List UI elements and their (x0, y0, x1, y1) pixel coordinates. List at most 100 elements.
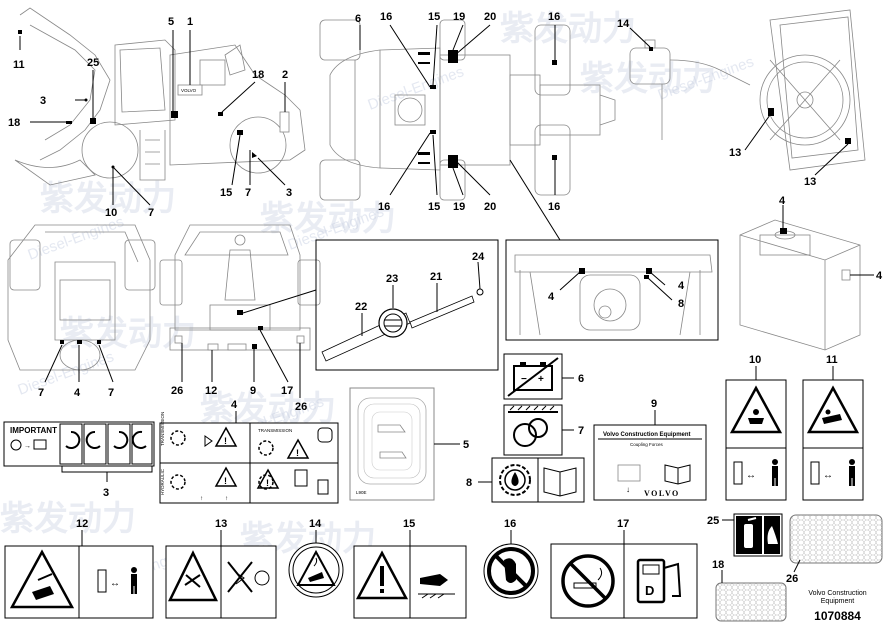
callout-5: 5 (168, 16, 174, 28)
footer-company-line1: Volvo Construction (808, 590, 867, 597)
svg-text:→: → (24, 443, 31, 450)
callout-15: 15 (428, 11, 440, 23)
watermark-cn: 紫发动力 (580, 60, 716, 98)
decal-17-no-smoking-fuel: D (550, 530, 698, 619)
watermark-cn: 紫发动力 (260, 200, 396, 238)
callout-3: 3 (286, 187, 292, 199)
svg-text:↔: ↔ (746, 470, 756, 481)
decal-10-crush-warning: ↔ (725, 366, 787, 501)
callout-16: 16 (548, 201, 560, 213)
callout-21: 21 (430, 271, 442, 283)
callout-4: 4 (876, 270, 883, 282)
footer-company-line2: Equipment (820, 598, 855, 605)
callout-14: 14 (617, 18, 630, 30)
callout-4: 4 (548, 291, 555, 303)
callout-26: 26 (786, 573, 798, 585)
decal-11-fall-warning: ↔ (802, 366, 864, 501)
callout-3: 3 (40, 95, 46, 107)
svg-text:↑: ↑ (200, 496, 203, 502)
callout-25: 25 (87, 57, 99, 69)
callout-5: 5 (463, 439, 469, 451)
callout-16: 16 (548, 11, 560, 23)
callout-13: 13 (215, 518, 227, 530)
decal-15-pressure-warning (353, 530, 467, 619)
callout-9: 9 (250, 385, 256, 397)
decal-5-lift-chart: L90E (349, 387, 460, 501)
callout-16: 16 (504, 518, 516, 530)
svg-text:!: ! (224, 476, 227, 486)
machine-badge: VOLVO (181, 88, 197, 93)
decal-3-title: IMPORTANT (10, 426, 57, 435)
callout-13: 13 (804, 176, 816, 188)
loader-rear-view (7, 224, 156, 383)
svg-text:+: + (538, 374, 544, 385)
callout-3: 3 (103, 487, 109, 499)
callout-26: 26 (171, 385, 183, 397)
callout-4: 4 (231, 399, 238, 411)
decal-9-coupling: Volvo Construction Equipment Coupling Fo… (593, 410, 707, 501)
svg-text:−: − (521, 374, 527, 385)
loader-side-view: VOLVO (14, 7, 306, 206)
radiator-fan (744, 9, 866, 176)
callout-8: 8 (466, 477, 472, 489)
callout-4: 4 (678, 280, 685, 292)
callout-17: 17 (617, 518, 629, 530)
callout-9: 9 (651, 398, 657, 410)
callout-18: 18 (252, 69, 264, 81)
decal-9-title: Volvo Construction Equipment (603, 432, 691, 438)
callout-14: 14 (309, 518, 322, 530)
decal-9-brand: VOLVO (644, 489, 680, 498)
decal-7-crush-warning (503, 404, 574, 456)
callout-7: 7 (245, 187, 251, 199)
callout-12: 12 (205, 385, 217, 397)
decal-12-hand-crush: ↔ (4, 530, 154, 619)
callout-11: 11 (13, 59, 25, 71)
decal-13-fan-warning (165, 530, 277, 619)
footer-part-number: 1070884 (814, 609, 861, 623)
watermark-cn: 紫发动力 (40, 180, 176, 218)
svg-text:↔: ↔ (110, 578, 120, 589)
watermark-en: Diesel-Engines (16, 348, 117, 398)
callout-15: 15 (428, 201, 440, 213)
svg-text:↔: ↔ (823, 470, 833, 481)
loader-top-view (319, 19, 616, 241)
footer-company: Volvo Construction Equipment (790, 590, 885, 606)
decal-9-subtitle: Coupling Forces (630, 442, 664, 447)
callout-8: 8 (678, 298, 684, 310)
watermark-cn: 紫发动力 (200, 390, 336, 428)
decal-4-transmission-label: TRANSMISSION (258, 428, 292, 433)
callout-15: 15 (220, 187, 232, 199)
callout-1: 1 (187, 16, 193, 28)
callout-4: 4 (74, 387, 81, 399)
decal-16-no-step (483, 530, 539, 599)
callout-4: 4 (779, 195, 786, 207)
callout-7: 7 (578, 425, 584, 437)
watermark: 紫发动力 Diesel-Engines 紫发动力 Diesel-Engines … (0, 10, 756, 594)
callout-7: 7 (108, 387, 114, 399)
svg-text:!: ! (266, 478, 269, 488)
callout-17: 17 (281, 385, 293, 397)
callout-10: 10 (749, 354, 761, 366)
callout-2: 2 (282, 69, 288, 81)
watermark-cn: 紫发动力 (60, 315, 196, 353)
decal-8-hydraulic-oil (478, 457, 585, 503)
callout-6: 6 (355, 13, 361, 25)
callout-23: 23 (386, 273, 398, 285)
callout-15: 15 (403, 518, 415, 530)
callout-18: 18 (712, 559, 724, 571)
decal-25-extinguisher (722, 513, 783, 557)
hydraulic-tank (739, 205, 874, 351)
callout-13: 13 (729, 147, 741, 159)
callout-25: 25 (707, 515, 719, 527)
callout-18: 18 (8, 117, 20, 129)
svg-text:↑: ↑ (225, 496, 228, 502)
svg-text:D: D (645, 583, 654, 598)
callout-20: 20 (484, 201, 496, 213)
watermark-en: Diesel-Engines (26, 213, 127, 263)
callout-7: 7 (38, 387, 44, 399)
callout-6: 6 (578, 373, 584, 385)
watermark-cn: 紫发动力 (0, 500, 136, 538)
callout-7: 7 (148, 207, 154, 219)
callout-16: 16 (380, 11, 392, 23)
